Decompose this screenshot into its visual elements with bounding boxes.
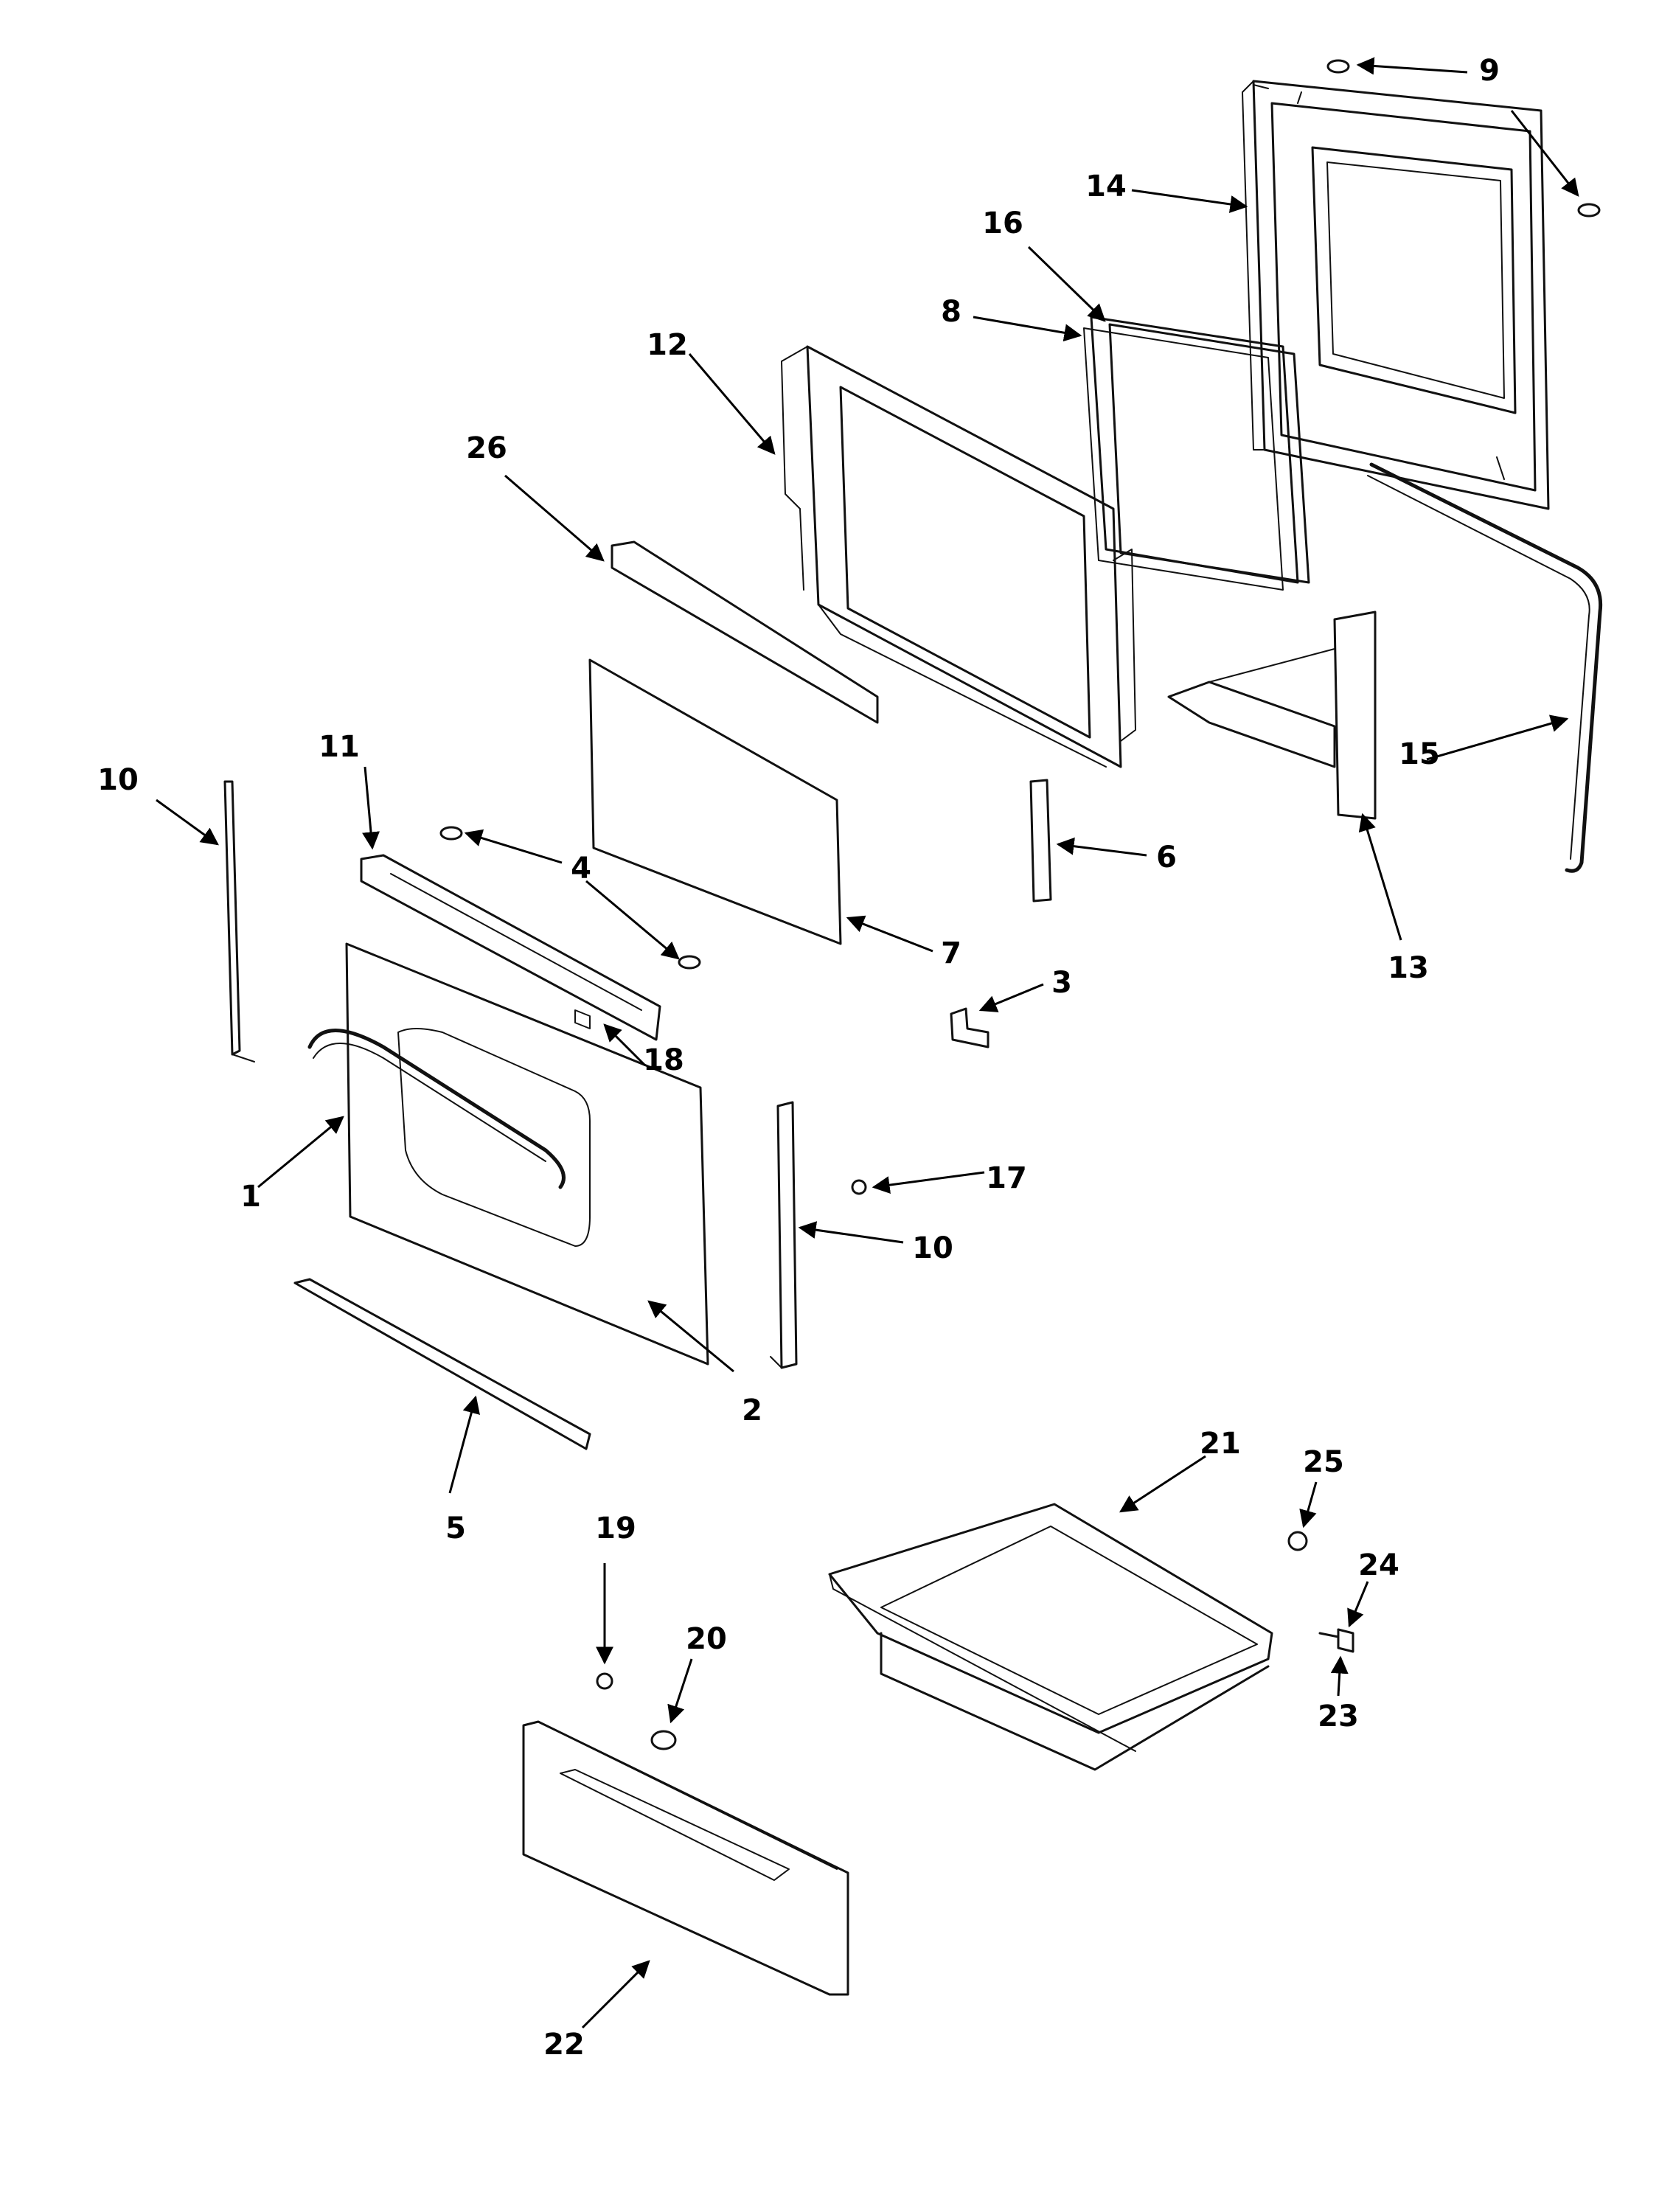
label-10-right: 10 <box>912 1231 953 1265</box>
part-15-gasket <box>1367 462 1603 873</box>
part-11-vent-channel <box>360 854 661 1041</box>
part-17-screw <box>851 1179 867 1195</box>
label-1: 1 <box>240 1180 261 1214</box>
label-6: 6 <box>1156 841 1177 874</box>
label-9: 9 <box>1479 54 1500 88</box>
part-5-bottom-trim <box>293 1278 591 1450</box>
label-5: 5 <box>445 1512 466 1545</box>
label-14: 14 <box>1085 170 1127 204</box>
label-15: 15 <box>1399 737 1440 771</box>
part-20-nut <box>650 1730 677 1750</box>
label-7: 7 <box>941 936 961 970</box>
label-12: 12 <box>647 328 688 362</box>
part-4-screw-b <box>678 955 701 970</box>
label-19: 19 <box>595 1512 636 1545</box>
label-25: 25 <box>1303 1445 1344 1479</box>
callout-labels: 9 14 16 8 12 26 15 6 13 7 3 10 11 4 18 1… <box>97 54 1500 2062</box>
label-8: 8 <box>941 295 961 329</box>
part-12-door-frame <box>781 345 1136 768</box>
part-1-handle <box>307 1029 566 1189</box>
label-17: 17 <box>986 1161 1027 1195</box>
part-4-screw-a <box>439 826 463 841</box>
part-26-trim <box>611 540 879 724</box>
part-9-screw-top <box>1326 59 1350 74</box>
part-22-drawer-front <box>522 1720 849 1996</box>
label-13: 13 <box>1388 951 1429 985</box>
part-2-outer-door <box>345 942 709 1366</box>
part-7-glass <box>588 658 842 945</box>
label-22: 22 <box>543 2028 585 2062</box>
part-8-insulation <box>1083 327 1284 591</box>
label-18: 18 <box>643 1043 684 1077</box>
label-4: 4 <box>571 852 591 886</box>
part-13-insulation-corner <box>1167 611 1377 820</box>
leaders <box>156 57 1579 2029</box>
label-3: 3 <box>1051 966 1072 1000</box>
part-19-screw <box>596 1672 613 1690</box>
label-26: 26 <box>466 431 507 465</box>
part-9-screw-right <box>1577 203 1601 218</box>
label-11: 11 <box>319 730 360 764</box>
part-10-right-strip <box>770 1101 798 1369</box>
label-10-left: 10 <box>97 763 139 797</box>
part-21-drawer-pan <box>828 1503 1273 1771</box>
part-25-nut <box>1287 1531 1308 1551</box>
part-24-bolt <box>1318 1628 1354 1653</box>
label-20: 20 <box>686 1622 727 1656</box>
label-16: 16 <box>982 206 1023 240</box>
label-2: 2 <box>742 1394 762 1427</box>
label-24: 24 <box>1358 1548 1399 1582</box>
label-23: 23 <box>1318 1700 1359 1733</box>
part-6-hinge <box>1029 779 1052 902</box>
part-14-inner-door-panel <box>1242 80 1550 510</box>
label-21: 21 <box>1200 1427 1241 1461</box>
part-3-bracket <box>950 1007 990 1048</box>
part-10-left-strip <box>223 780 255 1062</box>
part-16-glass-frame <box>1090 316 1310 584</box>
